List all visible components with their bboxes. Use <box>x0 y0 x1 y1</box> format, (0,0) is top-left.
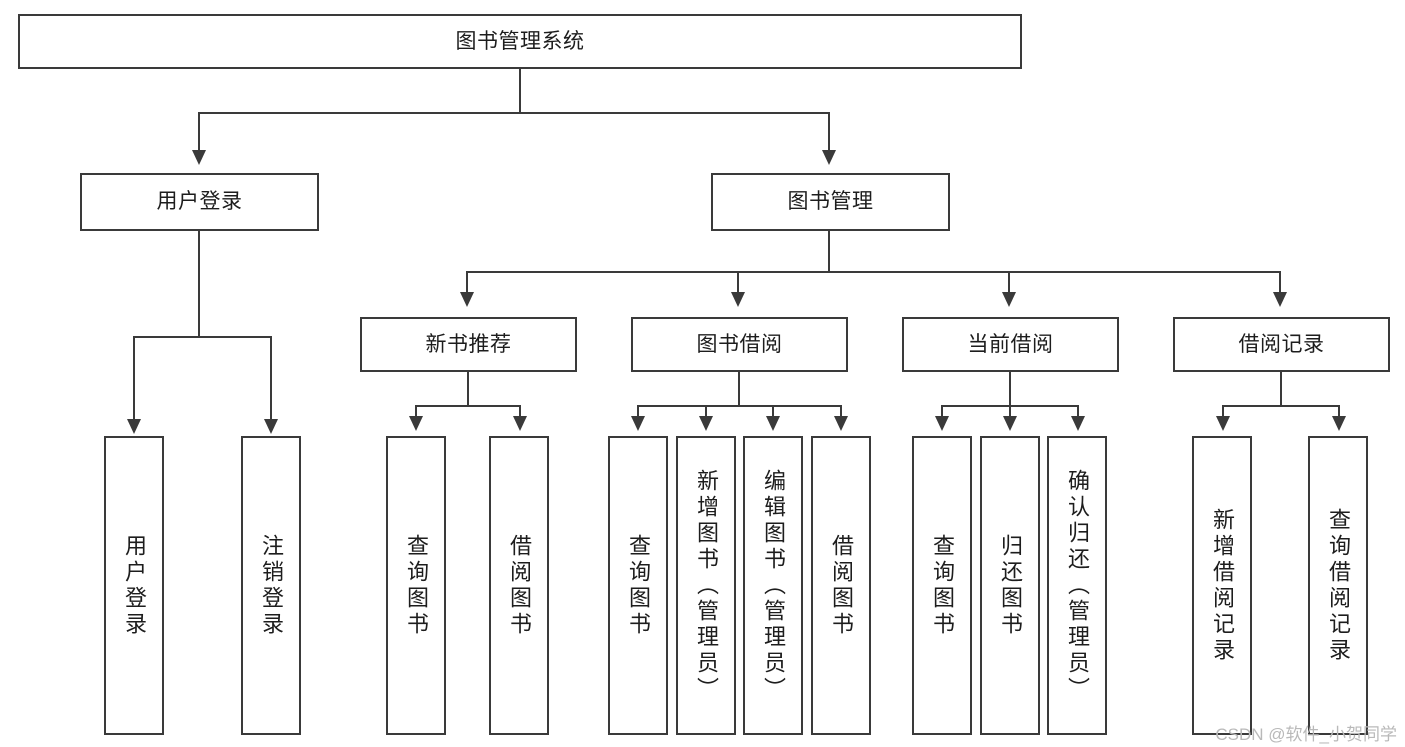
connector-book-manage-child-2 <box>1008 271 1010 294</box>
connector-borrow-record-child-1 <box>1338 405 1340 417</box>
node-label: 当前借阅 <box>967 332 1054 356</box>
connector-root-drop <box>519 69 521 113</box>
leaf-book-borrow-edit[interactable]: 编辑图书（管理员） <box>743 436 803 735</box>
arrowhead-borrow-record-child-1 <box>1332 416 1346 431</box>
leaf-user-login-login[interactable]: 用户登录 <box>104 436 164 735</box>
leaf-book-borrow-add[interactable]: 新增图书（管理员） <box>676 436 736 735</box>
node-new-book-recommend[interactable]: 新书推荐 <box>360 317 577 372</box>
leaf-new-book-borrow[interactable]: 借阅图书 <box>489 436 549 735</box>
node-label: 注销登录 <box>259 533 284 638</box>
leaf-book-borrow-query[interactable]: 查询图书 <box>608 436 668 735</box>
leaf-book-borrow-borrow[interactable]: 借阅图书 <box>811 436 871 735</box>
arrowhead-root-to-user-login <box>192 150 206 165</box>
connector-book-manage-child-0 <box>466 271 468 294</box>
connector-user-login-child-0 <box>133 336 135 421</box>
connector-book-borrow-child-3 <box>840 405 842 417</box>
node-label: 图书管理系统 <box>455 29 585 53</box>
leaf-current-borrow-query[interactable]: 查询图书 <box>912 436 972 735</box>
arrowhead-new-book-child-0 <box>409 416 423 431</box>
connector-user-login-child-1 <box>270 336 272 421</box>
leaf-borrow-record-query[interactable]: 查询借阅记录 <box>1308 436 1368 735</box>
node-user-login[interactable]: 用户登录 <box>80 173 319 231</box>
node-root-system[interactable]: 图书管理系统 <box>18 14 1022 69</box>
arrowhead-current-borrow-child-0 <box>935 416 949 431</box>
connector-new-book-bus <box>415 405 520 407</box>
connector-book-borrow-drop <box>738 372 740 406</box>
leaf-current-borrow-return[interactable]: 归还图书 <box>980 436 1040 735</box>
node-label: 图书管理 <box>787 190 874 214</box>
arrowhead-current-borrow-child-1 <box>1003 416 1017 431</box>
arrowhead-book-manage-child-2 <box>1002 292 1016 307</box>
leaf-new-book-query[interactable]: 查询图书 <box>386 436 446 735</box>
node-label: 新增借阅记录 <box>1210 507 1235 664</box>
arrowhead-root-to-book-manage <box>822 150 836 165</box>
node-label: 编辑图书（管理员） <box>761 468 786 703</box>
connector-book-borrow-child-0 <box>637 405 639 417</box>
arrowhead-book-manage-child-0 <box>460 292 474 307</box>
node-label: 新增图书（管理员） <box>694 468 719 703</box>
connector-book-manage-child-1 <box>737 271 739 294</box>
connector-book-borrow-child-2 <box>772 405 774 417</box>
connector-borrow-record-drop <box>1280 372 1282 406</box>
connector-borrow-record-child-0 <box>1222 405 1224 417</box>
arrowhead-current-borrow-child-2 <box>1071 416 1085 431</box>
connector-user-login-bus <box>133 336 271 338</box>
node-label: 查询图书 <box>404 533 429 638</box>
connector-book-borrow-child-1 <box>705 405 707 417</box>
node-label: 用户登录 <box>156 190 243 214</box>
node-label: 图书借阅 <box>696 332 783 356</box>
arrowhead-book-borrow-child-0 <box>631 416 645 431</box>
node-label: 借阅图书 <box>507 533 532 638</box>
node-book-management[interactable]: 图书管理 <box>711 173 950 231</box>
node-label: 查询图书 <box>930 533 955 638</box>
connector-new-book-child-0 <box>415 405 417 417</box>
connector-book-borrow-bus <box>637 405 841 407</box>
node-label: 新书推荐 <box>425 332 512 356</box>
node-borrow-record[interactable]: 借阅记录 <box>1173 317 1390 372</box>
node-label: 查询借阅记录 <box>1326 507 1351 664</box>
node-label: 借阅记录 <box>1238 332 1325 356</box>
arrowhead-book-borrow-child-1 <box>699 416 713 431</box>
node-label: 借阅图书 <box>829 533 854 638</box>
connector-root-to-user-login <box>198 112 200 152</box>
arrowhead-book-manage-child-3 <box>1273 292 1287 307</box>
connector-root-bus <box>198 112 830 114</box>
leaf-borrow-record-add[interactable]: 新增借阅记录 <box>1192 436 1252 735</box>
node-label: 用户登录 <box>122 533 147 638</box>
leaf-current-borrow-confirm[interactable]: 确认归还（管理员） <box>1047 436 1107 735</box>
arrowhead-user-login-child-0 <box>127 419 141 434</box>
node-label: 查询图书 <box>626 533 651 638</box>
node-current-borrow[interactable]: 当前借阅 <box>902 317 1119 372</box>
node-label: 确认归还（管理员） <box>1065 468 1090 703</box>
connector-book-manage-drop <box>828 231 830 272</box>
arrowhead-new-book-child-1 <box>513 416 527 431</box>
connector-borrow-record-bus <box>1222 405 1339 407</box>
connector-root-to-book-manage <box>828 112 830 152</box>
connector-current-borrow-drop <box>1009 372 1011 406</box>
connector-current-borrow-child-2 <box>1077 405 1079 417</box>
arrowhead-book-borrow-child-3 <box>834 416 848 431</box>
connector-current-borrow-child-1 <box>1009 405 1011 417</box>
connector-current-borrow-child-0 <box>941 405 943 417</box>
node-book-borrow[interactable]: 图书借阅 <box>631 317 848 372</box>
arrowhead-user-login-child-1 <box>264 419 278 434</box>
connector-new-book-child-1 <box>519 405 521 417</box>
arrowhead-book-borrow-child-2 <box>766 416 780 431</box>
arrowhead-borrow-record-child-0 <box>1216 416 1230 431</box>
arrowhead-book-manage-child-1 <box>731 292 745 307</box>
leaf-user-login-logout[interactable]: 注销登录 <box>241 436 301 735</box>
connector-new-book-drop <box>467 372 469 406</box>
node-label: 归还图书 <box>998 533 1023 638</box>
connector-book-manage-child-3 <box>1279 271 1281 294</box>
connector-book-manage-bus <box>466 271 1280 273</box>
connector-user-login-drop <box>198 231 200 337</box>
